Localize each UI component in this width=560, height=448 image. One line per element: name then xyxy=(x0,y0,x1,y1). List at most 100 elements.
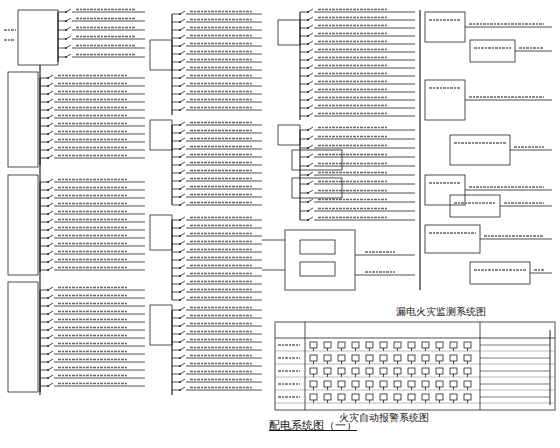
annotation-strokes xyxy=(365,271,395,273)
wire-line xyxy=(327,374,328,377)
wire-line xyxy=(369,400,370,403)
annotation-strokes xyxy=(58,295,128,297)
wire-line xyxy=(369,361,370,364)
wire-line xyxy=(72,48,145,49)
breaker-symbol xyxy=(179,132,181,134)
wire-line xyxy=(48,267,53,270)
annotation-strokes xyxy=(484,235,544,237)
outline-box xyxy=(310,342,317,348)
breaker-symbol xyxy=(47,213,49,215)
annotation-strokes xyxy=(58,383,128,385)
wire-line xyxy=(313,361,314,364)
wire-line xyxy=(369,348,370,351)
wire-line xyxy=(172,181,180,182)
wire-line xyxy=(180,289,185,292)
wire-line xyxy=(172,141,180,142)
wire-line xyxy=(314,100,415,101)
annotation-strokes xyxy=(58,115,128,117)
wire-line xyxy=(180,138,185,141)
wire-line xyxy=(308,89,313,92)
outline-box xyxy=(300,240,335,254)
annotation-strokes xyxy=(318,49,388,51)
wire-line xyxy=(40,298,48,299)
wire-line xyxy=(40,142,48,143)
wire-line xyxy=(40,126,48,127)
annotation-strokes xyxy=(318,97,388,99)
annotation-strokes xyxy=(4,29,16,31)
annotation-strokes xyxy=(58,179,128,181)
wire-line xyxy=(40,86,48,87)
wire-line xyxy=(275,390,555,391)
outline-box xyxy=(352,394,359,400)
wire-line xyxy=(369,387,370,390)
annotation-strokes xyxy=(318,208,388,210)
wire-line xyxy=(54,270,145,271)
outline-box xyxy=(366,394,373,400)
outline-box xyxy=(338,394,345,400)
outline-box xyxy=(380,342,387,348)
wire-line xyxy=(180,43,185,46)
wire-line xyxy=(66,18,71,21)
wire-line xyxy=(72,30,145,31)
wire-line xyxy=(172,326,180,327)
wire-line xyxy=(180,75,185,78)
annotation-strokes xyxy=(318,217,388,219)
wire-line xyxy=(172,54,180,55)
wire-line xyxy=(425,387,426,390)
wire-line xyxy=(313,387,314,390)
breaker-symbol xyxy=(307,75,309,77)
wire-line xyxy=(172,260,180,261)
annotation-strokes xyxy=(190,11,252,13)
drawing-title-label: 火灾自动报警系统图 xyxy=(338,412,430,423)
wire-line xyxy=(40,246,48,247)
wire-line xyxy=(172,70,180,71)
outline-box xyxy=(310,368,317,374)
wire-line xyxy=(48,335,53,338)
wire-line xyxy=(383,387,384,390)
wire-line xyxy=(40,386,48,387)
breaker-symbol xyxy=(179,389,181,391)
wire-line xyxy=(465,100,552,101)
outline-box xyxy=(422,381,429,387)
wire-line xyxy=(66,54,71,57)
wire-line xyxy=(72,39,145,40)
breaker-symbol xyxy=(179,29,181,31)
wire-line xyxy=(300,166,308,167)
wire-line xyxy=(186,86,262,87)
wire-line xyxy=(300,108,308,109)
wire-line xyxy=(48,343,53,346)
wire-line xyxy=(180,99,185,102)
breaker-symbol xyxy=(179,357,181,359)
breaker-symbol xyxy=(179,341,181,343)
wire-line xyxy=(300,148,308,149)
wire-line xyxy=(172,318,180,319)
annotation-strokes xyxy=(318,154,388,156)
breaker-symbol xyxy=(179,21,181,23)
wire-line xyxy=(186,189,262,190)
wire-line xyxy=(453,387,454,390)
wire-line xyxy=(180,241,185,244)
outline-box xyxy=(422,394,429,400)
wire-line xyxy=(480,358,550,359)
wire-line xyxy=(314,92,415,93)
breaker-symbol xyxy=(65,56,67,58)
breaker-symbol xyxy=(47,205,49,207)
wire-line xyxy=(314,116,415,117)
outline-box xyxy=(380,394,387,400)
wire-line xyxy=(314,202,415,203)
wire-line xyxy=(341,348,342,351)
breaker-symbol xyxy=(65,20,67,22)
wire-line xyxy=(172,300,180,301)
breaker-symbol xyxy=(47,125,49,127)
breaker-symbol xyxy=(47,253,49,255)
annotation-strokes xyxy=(58,147,128,149)
outline-box xyxy=(338,381,345,387)
wire-line xyxy=(314,157,415,158)
wire-line xyxy=(54,254,145,255)
outline-box xyxy=(394,368,401,374)
wire-line xyxy=(54,126,145,127)
wire-line xyxy=(40,330,48,331)
wire-line xyxy=(54,262,145,263)
wire-line xyxy=(186,70,262,71)
wire-line xyxy=(40,206,48,207)
